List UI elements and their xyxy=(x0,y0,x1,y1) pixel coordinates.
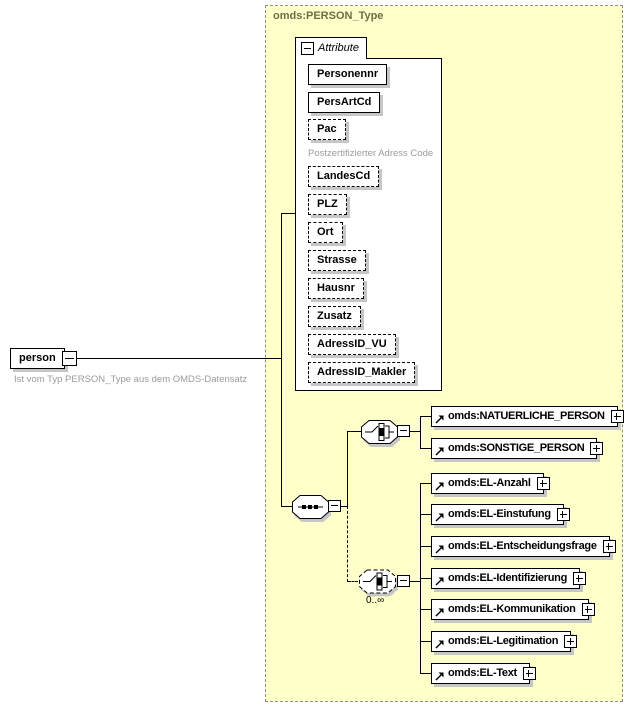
pac-annotation: Postzertifizierter Adress Code xyxy=(308,148,434,159)
connector-line xyxy=(341,506,348,507)
attribute-box-pac[interactable]: Pac xyxy=(308,119,346,140)
attributes-header-label: Attribute xyxy=(318,42,359,54)
expand-button[interactable] xyxy=(556,508,570,521)
attribute-box-strasse[interactable]: Strasse xyxy=(308,250,366,271)
element-box-el-legitimation[interactable]: omds:EL-Legitimation xyxy=(431,631,578,652)
connector-line xyxy=(420,546,431,547)
connector-line xyxy=(420,416,421,449)
connector-line xyxy=(410,581,420,582)
connector-line xyxy=(420,514,431,515)
connector-line xyxy=(420,609,431,610)
expand-button[interactable] xyxy=(572,572,586,585)
sequence-compositor-icon[interactable] xyxy=(292,495,329,519)
root-collapse-button[interactable] xyxy=(62,351,77,366)
attribute-box-personennr[interactable]: Personennr xyxy=(308,64,388,85)
connector-line xyxy=(281,213,282,507)
element-box-el-anzahl[interactable]: omds:EL-Anzahl xyxy=(431,473,550,494)
root-annotation: Ist vom Typ PERSON_Type aus dem OMDS-Dat… xyxy=(14,374,248,385)
attribute-box-ort[interactable]: Ort xyxy=(308,222,343,243)
reference-arrow-icon xyxy=(435,608,444,617)
attributes-collapse-button[interactable] xyxy=(301,42,314,55)
attribute-box-adressid-makler[interactable]: AdressID_Makler xyxy=(308,362,416,383)
optional-choice-compositor-icon[interactable] xyxy=(358,569,397,594)
connector-line xyxy=(347,431,348,506)
reference-arrow-icon xyxy=(435,482,444,491)
expand-button[interactable] xyxy=(590,442,604,455)
connector-line xyxy=(410,431,420,432)
root-element-box[interactable]: person xyxy=(10,348,65,369)
element-box-sonstige-person[interactable]: omds:SONSTIGE_PERSON xyxy=(431,438,604,459)
attribute-box-plz[interactable]: PLZ xyxy=(308,194,347,215)
connector-line xyxy=(420,448,431,449)
expand-button[interactable] xyxy=(610,410,624,423)
reference-arrow-icon xyxy=(435,577,444,586)
expand-button[interactable] xyxy=(602,540,616,553)
sequence-collapse-button[interactable] xyxy=(328,500,341,512)
expand-button[interactable] xyxy=(536,477,550,490)
connector-line xyxy=(420,578,431,579)
reference-arrow-icon xyxy=(435,513,444,522)
occurrence-label: 0..∞ xyxy=(366,595,385,606)
expand-button[interactable] xyxy=(522,667,536,680)
connector-line xyxy=(348,431,361,432)
optional-choice-collapse-button[interactable] xyxy=(397,575,410,587)
connector-line xyxy=(77,358,281,359)
complex-type-label: omds:PERSON_Type xyxy=(273,10,384,22)
expand-button[interactable] xyxy=(564,635,578,648)
reference-arrow-icon xyxy=(435,415,444,424)
attribute-box-adressid-vu[interactable]: AdressID_VU xyxy=(308,334,396,355)
element-box-el-kommunikation[interactable]: omds:EL-Kommunikation xyxy=(431,599,595,620)
connector-line xyxy=(420,673,431,674)
choice-collapse-button[interactable] xyxy=(397,425,410,437)
connector-line xyxy=(281,506,293,507)
reference-arrow-icon xyxy=(435,640,444,649)
reference-arrow-icon xyxy=(435,672,444,681)
connector-line xyxy=(281,213,295,214)
element-box-el-einstufung[interactable]: omds:EL-Einstufung xyxy=(431,504,570,525)
expand-button[interactable] xyxy=(581,603,595,616)
element-box-natuerliche-person[interactable]: omds:NATUERLICHE_PERSON xyxy=(431,406,624,427)
element-box-el-entscheidungsfrage[interactable]: omds:EL-Entscheidungsfrage xyxy=(431,536,616,557)
connector-line xyxy=(420,416,431,417)
attributes-header-tab: Attribute xyxy=(295,37,367,59)
connector-line-optional xyxy=(347,506,348,582)
connector-line-optional xyxy=(348,581,358,582)
attribute-box-landescd[interactable]: LandesCd xyxy=(308,166,380,187)
element-box-el-identifizierung[interactable]: omds:EL-Identifizierung xyxy=(431,568,586,589)
reference-arrow-icon xyxy=(435,447,444,456)
root-element-label: person xyxy=(19,352,56,364)
connector-line xyxy=(420,641,431,642)
choice-compositor-icon[interactable] xyxy=(361,420,398,444)
element-box-el-text[interactable]: omds:EL-Text xyxy=(431,663,536,684)
reference-arrow-icon xyxy=(435,545,444,554)
attribute-box-hausnr[interactable]: Hausnr xyxy=(308,278,364,299)
attribute-box-zusatz[interactable]: Zusatz xyxy=(308,306,361,327)
attribute-box-persartcd[interactable]: PersArtCd xyxy=(308,92,381,113)
connector-line xyxy=(420,483,431,484)
